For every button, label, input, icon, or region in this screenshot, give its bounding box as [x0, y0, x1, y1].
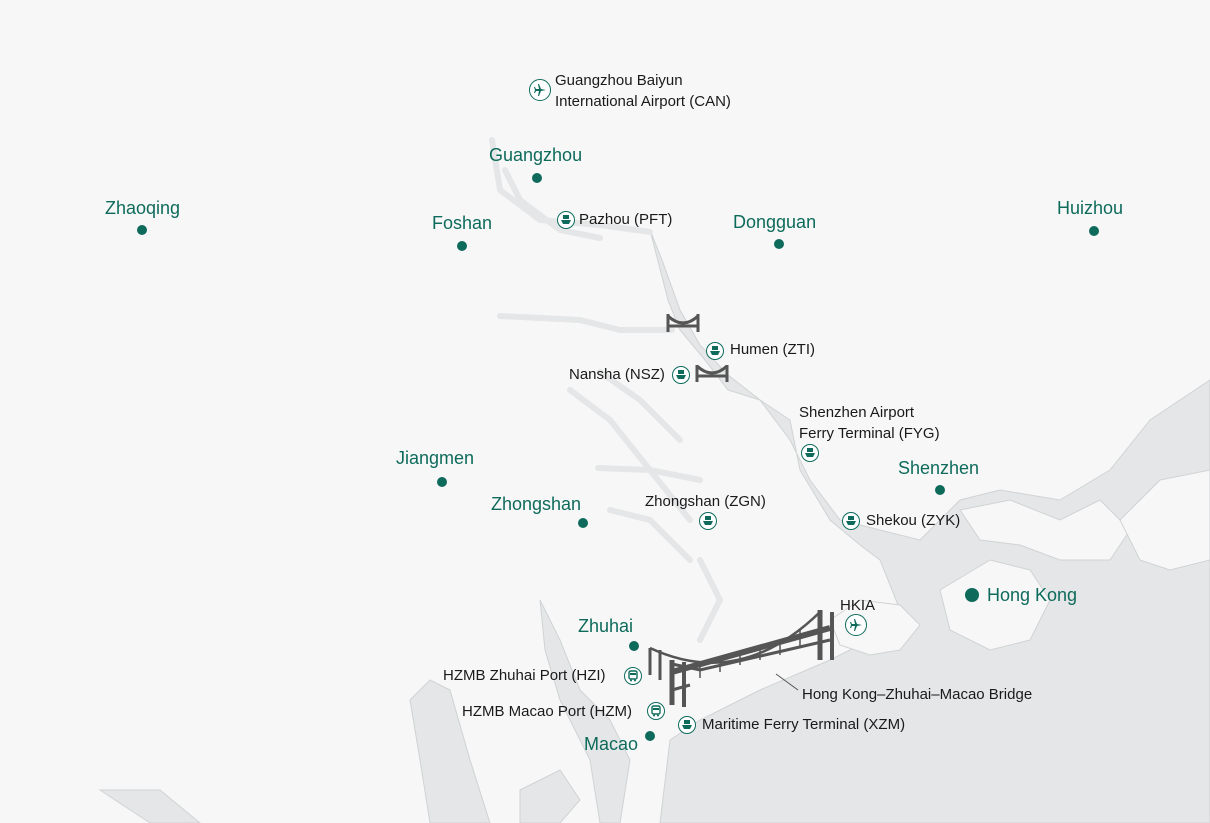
city-dot-foshan — [457, 241, 467, 251]
city-macao: Macao — [584, 734, 639, 754]
bridge-icon — [695, 364, 729, 382]
terminal-pazhou: Pazhou (PFT) — [579, 211, 673, 228]
river-nansha — [567, 387, 693, 523]
city-guangzhou: Guangzhou — [489, 145, 583, 165]
city-dot-huizhou — [1089, 226, 1099, 236]
bus-icon — [647, 702, 665, 720]
terminal-hzmb-zhuhai: HZMB Zhuhai Port (HZI) — [443, 667, 606, 684]
airplane-icon — [845, 614, 867, 636]
city-dot-hongkong — [965, 588, 979, 602]
terminal-fyg-label-1: Shenzhen Airport — [799, 404, 915, 421]
terminal-fyg-label-2: Ferry Terminal (FYG) — [799, 425, 940, 442]
new-territories — [959, 499, 1131, 561]
terminal-hzmb-macao: HZMB Macao Port (HZM) — [462, 703, 633, 720]
river-north — [502, 167, 603, 241]
terminal-zhongshan: Zhongshan (ZGN) — [645, 493, 766, 510]
airport-can-label-2: International Airport (CAN) — [555, 93, 731, 110]
city-dot-jiangmen — [437, 477, 447, 487]
river-d — [697, 557, 724, 643]
river-b — [595, 465, 703, 483]
city-huizhou: Huizhou — [1057, 198, 1124, 218]
city-zhaoqing: Zhaoqing — [105, 198, 181, 218]
airport-hkia-label: HKIA — [840, 597, 876, 614]
east-peninsula — [1119, 469, 1210, 571]
bridge-pointer — [775, 673, 799, 691]
airplane-icon — [529, 79, 551, 101]
ferry-icon — [678, 716, 696, 734]
river-west — [497, 313, 675, 333]
bridge-label: Hong Kong–Zhuhai–Macao Bridge — [802, 686, 1033, 703]
ferry-icon — [801, 444, 819, 462]
city-dot-shenzhen — [935, 485, 945, 495]
west-coast — [98, 789, 201, 823]
city-zhuhai: Zhuhai — [578, 616, 634, 636]
ferry-icon — [842, 512, 860, 530]
lantau-island — [829, 599, 921, 656]
hzmb-bridge — [648, 610, 834, 707]
ferry-icon — [699, 512, 717, 530]
ferry-icon — [557, 211, 575, 229]
south-islands — [519, 769, 581, 823]
city-dot-zhongshan — [578, 518, 588, 528]
airport-can-label-1: Guangzhou Baiyun — [555, 72, 683, 89]
terminal-shekou: Shekou (ZYK) — [866, 512, 961, 529]
terminal-humen: Humen (ZTI) — [730, 341, 816, 358]
terminal-nansha: Nansha (NSZ) — [569, 366, 665, 383]
city-jiangmen: Jiangmen — [396, 448, 475, 468]
city-dot-guangzhou — [532, 173, 542, 183]
estuary — [649, 229, 1210, 823]
city-shenzhen: Shenzhen — [898, 458, 980, 478]
terminal-maritime-ferry: Maritime Ferry Terminal (XZM) — [702, 716, 906, 733]
river-c — [607, 507, 693, 563]
city-hongkong: Hong Kong — [987, 585, 1078, 605]
river-pearl — [489, 137, 653, 235]
ferry-icon — [706, 342, 724, 360]
hk-island — [939, 559, 1051, 651]
city-dot-zhuhai — [629, 641, 639, 651]
city-zhongshan: Zhongshan — [491, 494, 582, 514]
macao-coast — [409, 679, 491, 823]
bus-icon — [624, 667, 642, 685]
city-dot-macao — [645, 731, 655, 741]
city-dot-zhaoqing — [137, 225, 147, 235]
ferry-icon — [672, 366, 690, 384]
city-foshan: Foshan — [432, 213, 493, 233]
city-dongguan: Dongguan — [733, 212, 817, 232]
river-a — [597, 369, 683, 443]
zhuhai-coast — [539, 599, 631, 823]
city-dot-dongguan — [774, 239, 784, 249]
bridge-icon — [666, 314, 700, 332]
